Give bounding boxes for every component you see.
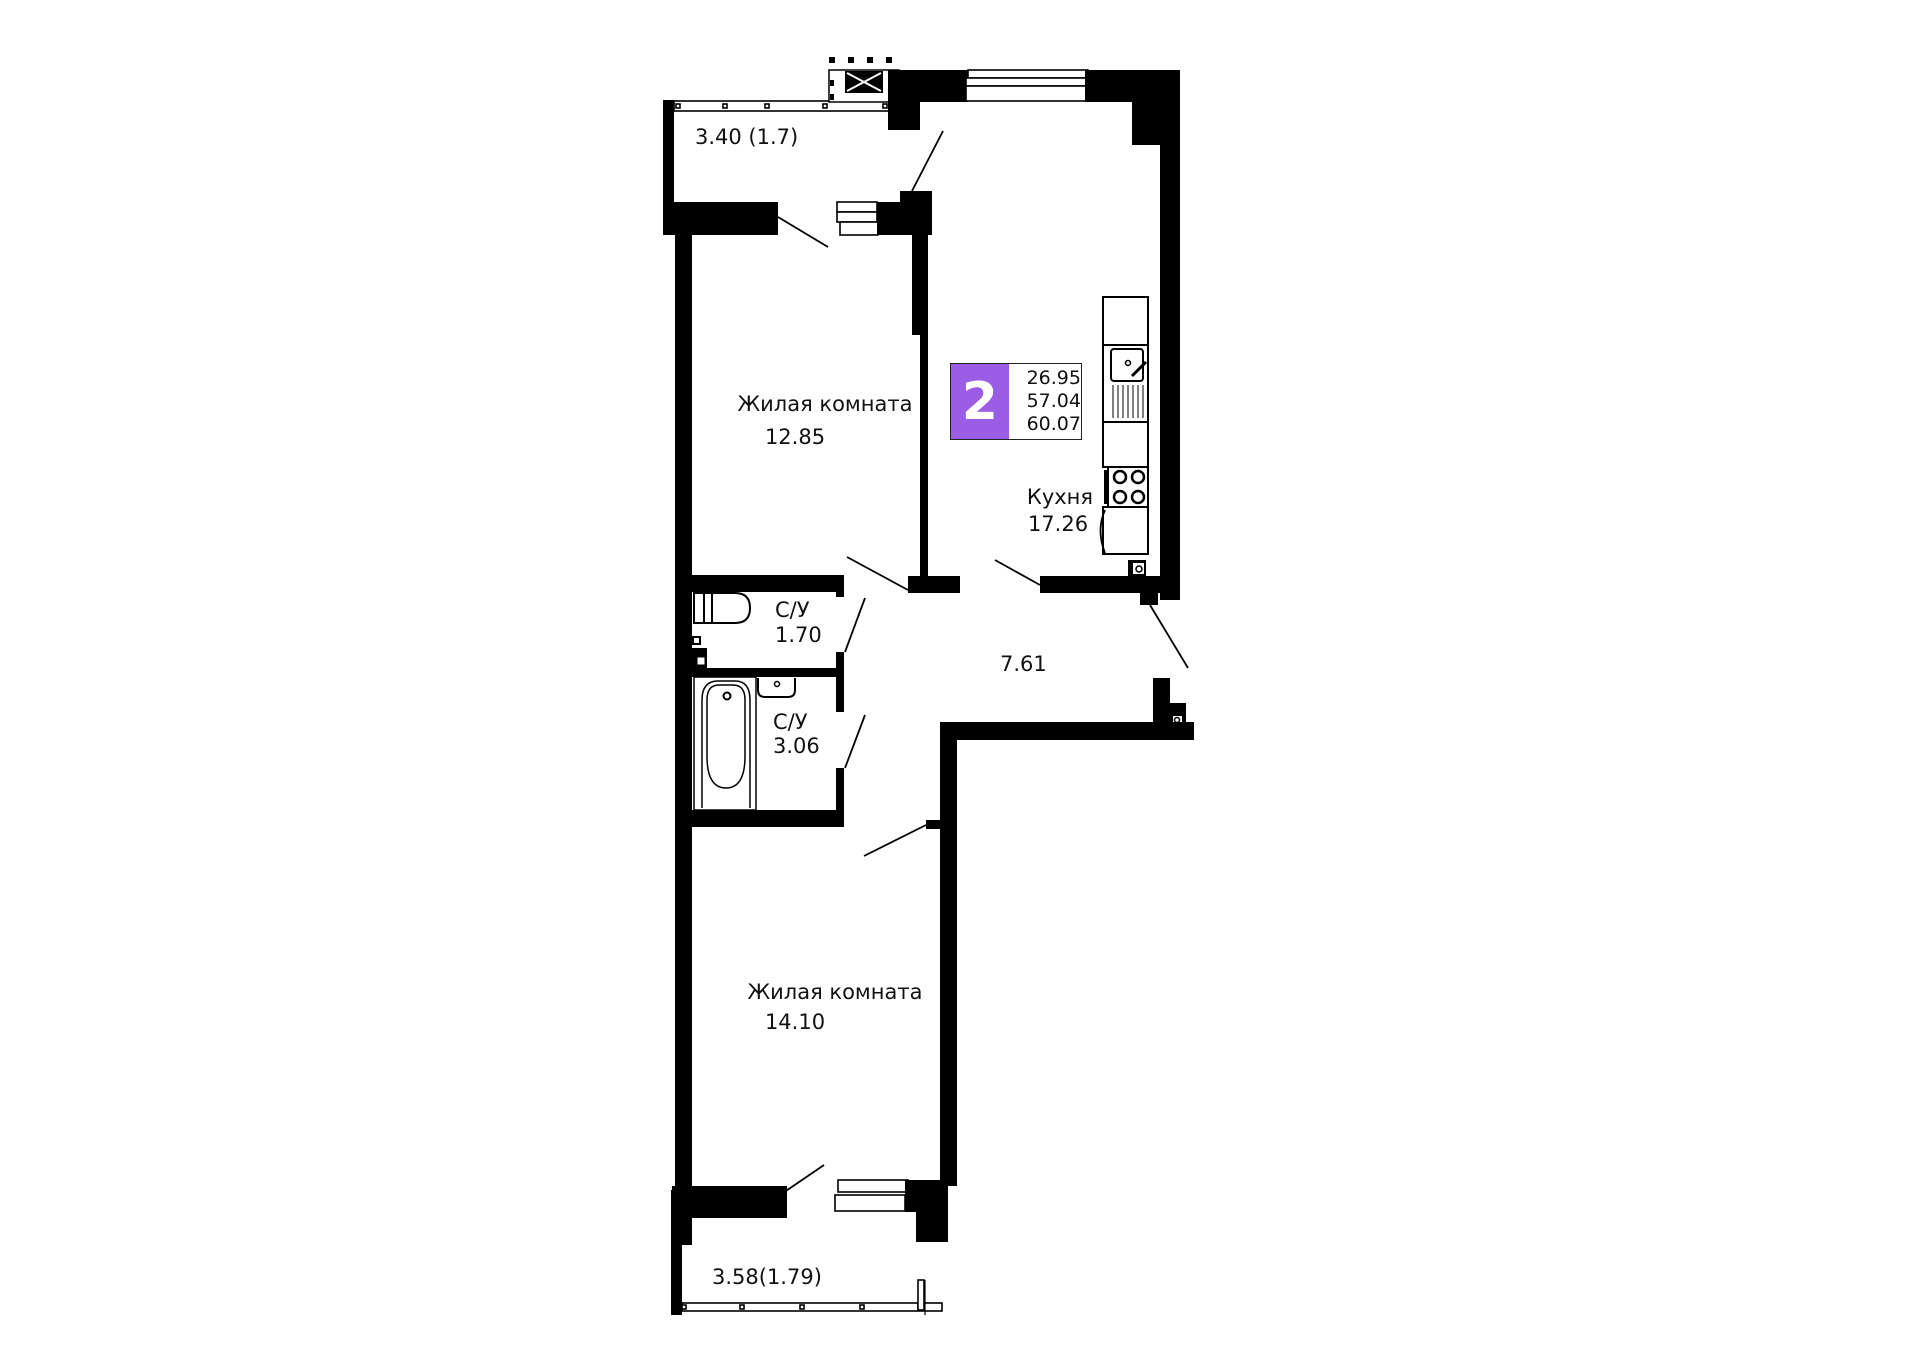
sink-icon	[1110, 348, 1148, 418]
living-room-2-name: Жилая комната	[747, 980, 923, 1004]
wc-2-area: 3.06	[773, 734, 820, 758]
bathtub-icon	[693, 676, 757, 811]
balcony-bottom-area: 3.58(1.79)	[712, 1265, 822, 1289]
balcony-top-area: 3.40 (1.7)	[695, 125, 799, 149]
living-room-2-area: 14.10	[764, 1010, 826, 1034]
wc-1-name: С/У	[775, 598, 810, 622]
fridge-icon	[1099, 506, 1149, 555]
living-area: 26.95	[1026, 367, 1081, 389]
apartment-summary-badge: 2 26.95 57.04 60.07	[950, 363, 1082, 440]
rooms-count: 2	[951, 364, 1009, 439]
washbasin-icon	[757, 678, 796, 698]
kitchen-counter	[1099, 296, 1149, 576]
riser-icon	[1128, 560, 1146, 576]
wc-1-area: 1.70	[775, 623, 822, 647]
living-room-1-area: 12.85	[764, 425, 826, 449]
wc-2-name: С/У	[773, 710, 808, 734]
area-list: 26.95 57.04 60.07	[1009, 364, 1081, 439]
toilet-icon	[692, 592, 752, 645]
hallway-area: 7.61	[1000, 652, 1047, 676]
living-room-1-name: Жилая комната	[737, 392, 913, 416]
total-area-with-balconies: 60.07	[1026, 413, 1081, 435]
stove-icon	[1104, 466, 1149, 508]
total-area: 57.04	[1026, 390, 1081, 412]
kitchen-name: Кухня	[1026, 485, 1094, 509]
kitchen-area: 17.26	[1027, 512, 1089, 536]
